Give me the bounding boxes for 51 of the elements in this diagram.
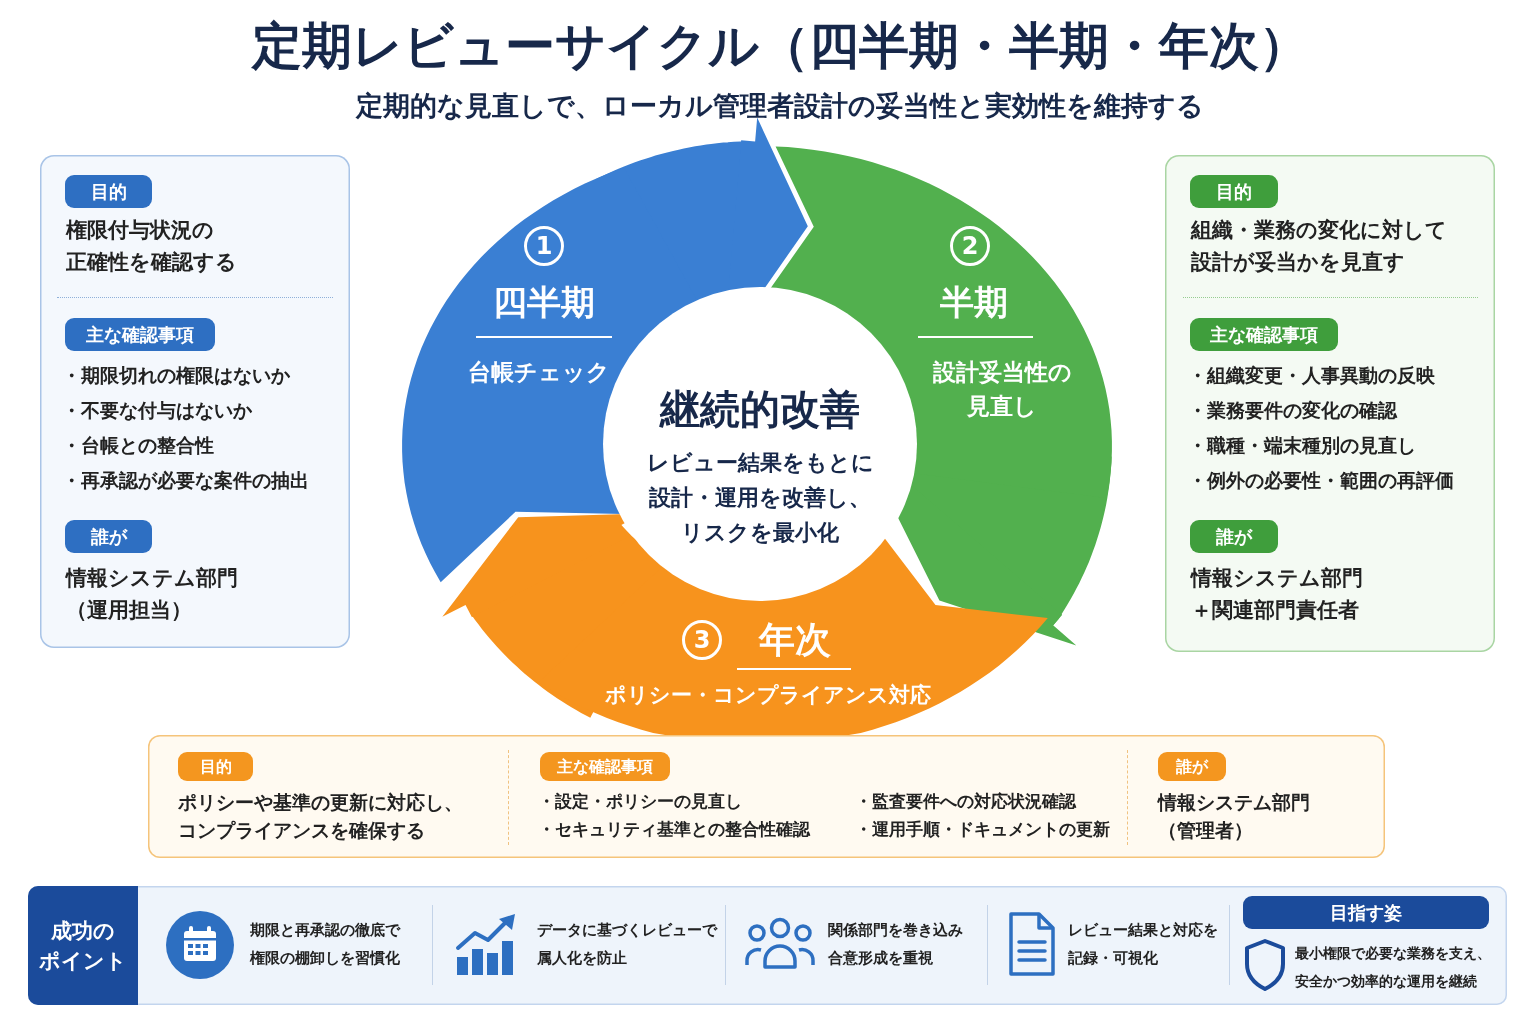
step-number: 1: [524, 226, 564, 266]
check-item: ・再承認が必要な案件の抽出: [62, 468, 309, 493]
check-item: ・期限切れの権限はないか: [62, 363, 290, 388]
check-item: ・設定・ポリシーの見直し: [538, 790, 742, 813]
section-badge: 主な確認事項: [65, 318, 215, 351]
section-badge: 目指す姿: [1243, 896, 1489, 929]
check-item: ・監査要件への対応状況確認: [855, 790, 1076, 813]
phase-title: 四半期: [493, 281, 595, 324]
step-number: 2: [950, 226, 990, 266]
purpose-text: 組織・業務の変化に対して設計が妥当かを見直す: [1191, 217, 1448, 276]
purpose-text: 権限付与状況の正確性を確認する: [66, 217, 238, 276]
title: 定期レビューサイクル（四半期・半期・年次）: [251, 16, 1309, 76]
point-text: 関係部門を巻き込み合意形成を重視: [828, 920, 964, 969]
subtitle: 定期的な見直しで、ローカル管理者設計の妥当性と実効性を維持する: [356, 89, 1204, 123]
check-item: ・運用手順・ドキュメントの更新: [855, 818, 1110, 841]
section-badge: 主な確認事項: [540, 752, 670, 781]
check-item: ・例外の必要性・範囲の再評価: [1188, 468, 1454, 493]
owner-text: 情報システム部門（管理者）: [1158, 790, 1311, 843]
point-text: レビュー結果と対応を記録・可視化: [1068, 920, 1219, 969]
phase-title: 年次: [759, 618, 831, 662]
section-badge: 目的: [65, 175, 152, 208]
purpose-text: ポリシーや基準の更新に対応し、コンプライアンスを確保する: [178, 790, 464, 843]
section-badge: 目的: [1190, 175, 1278, 208]
section-badge: 誰が: [1158, 752, 1226, 781]
info-panel: [148, 735, 1385, 858]
point-text: データに基づくレビューで属人化を防止: [537, 920, 719, 969]
section-badge: 誰が: [65, 520, 152, 553]
phase-subtitle: ポリシー・コンプライアンス対応: [605, 682, 931, 709]
section-badge: 誰が: [1190, 520, 1278, 553]
info-panel: [40, 155, 350, 648]
phase-subtitle: 設計妥当性の見直し: [931, 358, 1073, 421]
info-panel: [1165, 155, 1495, 652]
owner-text: 情報システム部門＋関連部門責任者: [1191, 565, 1364, 624]
center-text: レビュー結果をもとに設計・運用を改善し、リスクを最小化: [647, 448, 873, 547]
section-badge: 目的: [178, 752, 253, 781]
step-number: 3: [682, 620, 722, 660]
center-heading: 継続的改善: [660, 385, 860, 434]
point-text: 期限と再承認の徹底で権限の棚卸しを習慣化: [250, 920, 402, 969]
goal-text: 最小権限で必要な業務を支え、安全かつ効率的な運用を継続: [1295, 944, 1492, 991]
check-item: ・業務要件の変化の確認: [1188, 398, 1397, 423]
check-item: ・セキュリティ基準との整合性確認: [538, 818, 810, 841]
check-item: ・職種・端末種別の見直し: [1188, 433, 1416, 458]
check-item: ・不要な付与はないか: [62, 398, 252, 423]
heading-tile: 成功のポイント: [28, 886, 138, 1005]
phase-subtitle: 台帳チェック: [468, 358, 610, 387]
check-item: ・台帳との整合性: [62, 433, 214, 458]
summary-bar: [28, 886, 1507, 1005]
owner-text: 情報システム部門（運用担当）: [66, 565, 239, 624]
phase-title: 半期: [940, 281, 1008, 324]
check-item: ・組織変更・人事異動の反映: [1188, 363, 1435, 388]
section-badge: 主な確認事項: [1190, 318, 1338, 351]
